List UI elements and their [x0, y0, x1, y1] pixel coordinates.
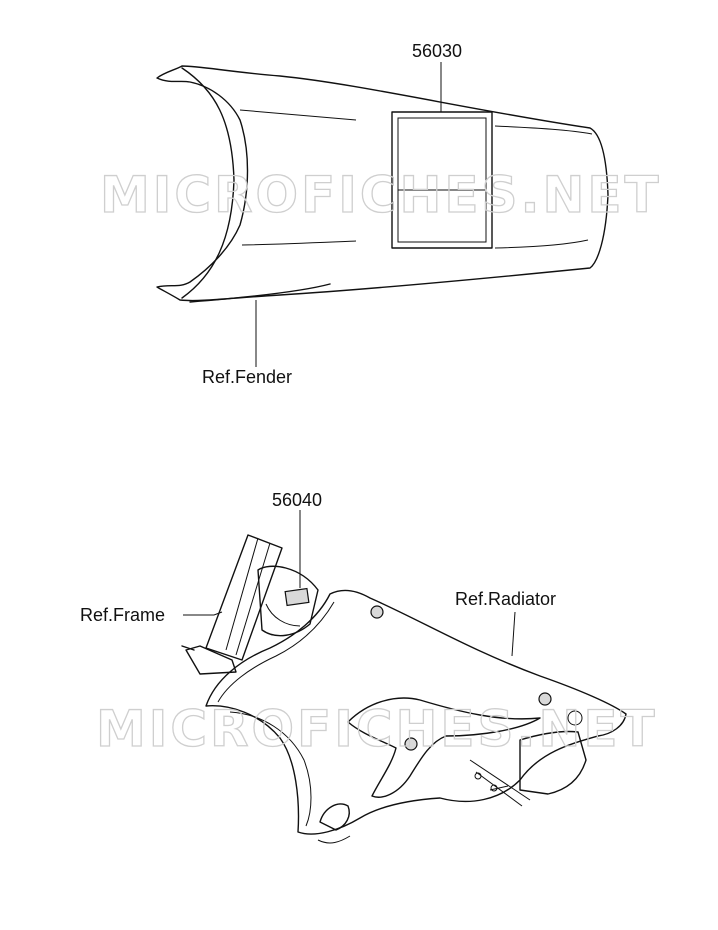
- leader-ref-radiator: [511, 611, 516, 657]
- frame-drawing: [181, 534, 319, 675]
- part-number-56030: 56030: [412, 41, 462, 61]
- ref-frame-label: Ref.Frame: [80, 605, 165, 625]
- fender-drawing: [156, 65, 609, 303]
- part-number-56040: 56040: [272, 490, 322, 510]
- watermark-bottom: MICROFICHES.NET: [96, 700, 658, 758]
- watermark-top: MICROFICHES.NET: [100, 166, 662, 224]
- leader-ref-frame: [183, 611, 223, 616]
- ref-radiator-label: Ref.Radiator: [455, 589, 556, 609]
- ref-fender-label: Ref.Fender: [202, 367, 292, 387]
- radiator-shroud-drawing: [205, 589, 627, 844]
